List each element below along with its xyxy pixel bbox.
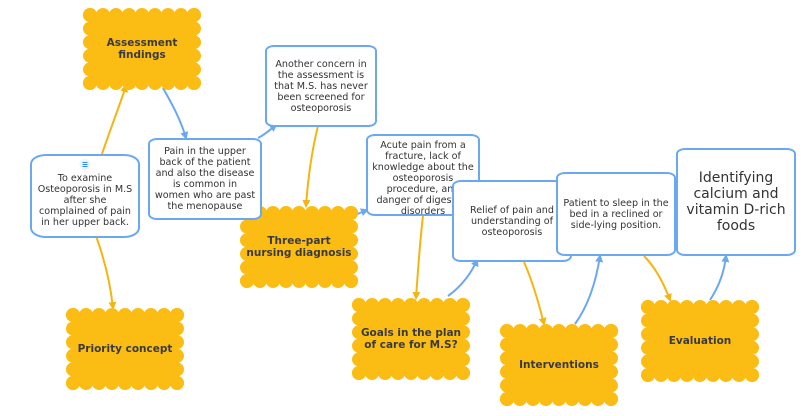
topic-label: Interventions (519, 359, 599, 371)
link-interventions-to-sleep (574, 254, 604, 325)
topic-label: Evaluation (668, 335, 732, 347)
topic-nursing-diagnosis[interactable]: Three-part nursing diagnosis (240, 206, 358, 288)
link-goals-to-relief (447, 258, 479, 297)
subtopic-label: Pain in the upper back of the patient an… (154, 146, 256, 212)
subtopic-concern[interactable]: Another concern in the assessment is tha… (265, 45, 377, 127)
topic-label: Assessment findings (106, 37, 178, 61)
topic-goals[interactable]: Goals in the plan of care for M.S? (352, 298, 470, 380)
subtopic-foods[interactable]: Identifying calcium and vitamin D-rich f… (676, 148, 796, 256)
cloud-shape (240, 206, 358, 288)
subtopic-sleep[interactable]: Patient to sleep in the bed in a recline… (556, 172, 676, 256)
subtopic-pain[interactable]: Pain in the upper back of the patient an… (148, 138, 262, 220)
topic-label: Goals in the plan of care for M.S? (360, 327, 462, 351)
subtopic-label: Acute pain from a fracture, lack of know… (372, 140, 474, 216)
cloud-shape (66, 308, 184, 390)
subtopic-label: Identifying calcium and vitamin D-rich f… (686, 170, 786, 234)
topic-priority-concept[interactable]: Priority concept (66, 308, 184, 390)
topic-evaluation[interactable]: Evaluation (641, 300, 759, 382)
subtopic-label: Another concern in the assessment is tha… (274, 58, 368, 114)
link-examine-to-assessment (101, 84, 128, 155)
subtopic-label: Relief of pain and understanding of oste… (470, 204, 554, 238)
topic-label: Three-part nursing diagnosis (246, 235, 352, 259)
subtopic-relief[interactable]: Relief of pain and understanding of oste… (452, 180, 572, 262)
link-assessment-to-pain (162, 87, 189, 140)
link-examine-to-priority (95, 235, 117, 310)
subtopic-label: To examine Osteoporosis in M.S after she… (37, 173, 133, 228)
topic-assessment-findings[interactable]: Assessment findings (83, 8, 201, 90)
link-sleep-to-evaluation (643, 255, 672, 302)
subtopic-acute[interactable]: Acute pain from a fracture, lack of know… (366, 134, 480, 216)
subtopic-examine[interactable]: To examine Osteoporosis in M.S after she… (30, 154, 140, 238)
cloud-shape (641, 300, 759, 382)
cloud-shape (352, 298, 470, 380)
cloud-shape (500, 324, 618, 406)
link-acute-to-goals (412, 215, 424, 300)
topic-interventions[interactable]: Interventions (500, 324, 618, 406)
link-concern-to-nursing-dx (302, 125, 319, 208)
notes-icon[interactable] (79, 159, 91, 170)
cloud-shape (83, 8, 201, 90)
link-relief-to-interventions (523, 261, 547, 326)
link-evaluation-to-foods (709, 254, 730, 301)
subtopic-label: Patient to sleep in the bed in a recline… (563, 197, 669, 231)
topic-label: Priority concept (77, 343, 173, 355)
